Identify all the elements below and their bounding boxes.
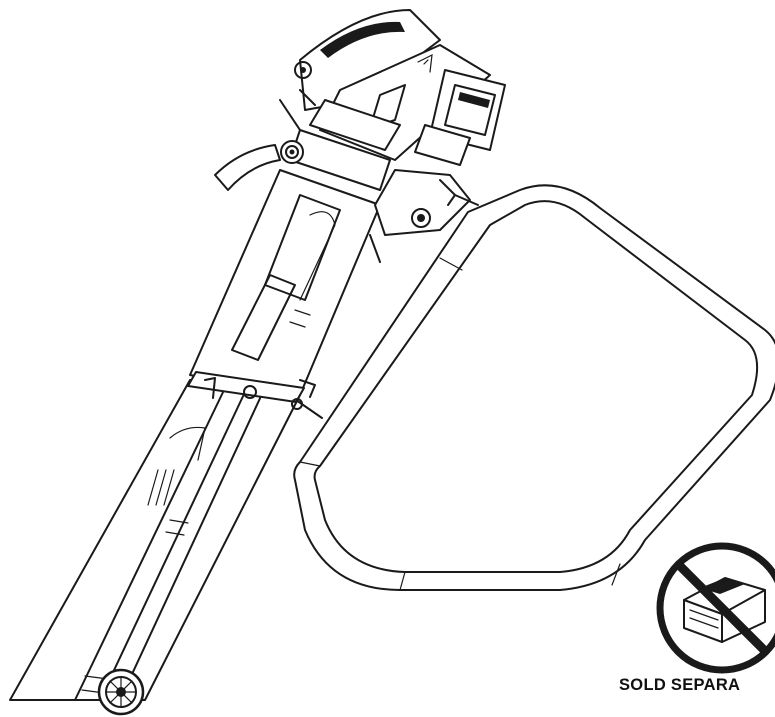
battery-pack — [414, 69, 506, 166]
wheel — [97, 668, 145, 716]
blower-body — [187, 169, 381, 419]
collection-bag — [293, 184, 775, 591]
sold-separately-caption: SOLD SEPARA — [619, 676, 741, 694]
no-battery-icon — [656, 542, 775, 674]
front-coupling — [369, 169, 479, 263]
vacuum-tube — [9, 379, 301, 701]
